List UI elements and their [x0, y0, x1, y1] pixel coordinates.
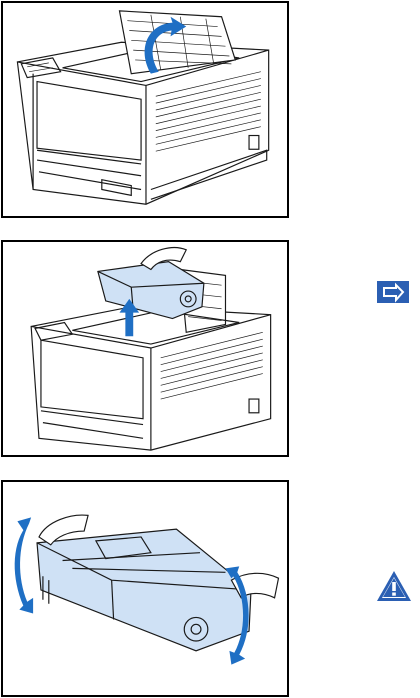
- figure-open-top-cover: [1, 1, 289, 218]
- printer-remove-cartridge-illustration: [3, 242, 287, 455]
- warning-triangle-icon: [376, 570, 412, 602]
- toner-cartridge-shake-illustration: [3, 482, 287, 695]
- figure-remove-cartridge: [1, 240, 289, 457]
- note-arrow-icon: [377, 281, 409, 303]
- printer-open-cover-illustration: [3, 3, 287, 216]
- figure-shake-cartridge: [1, 480, 289, 697]
